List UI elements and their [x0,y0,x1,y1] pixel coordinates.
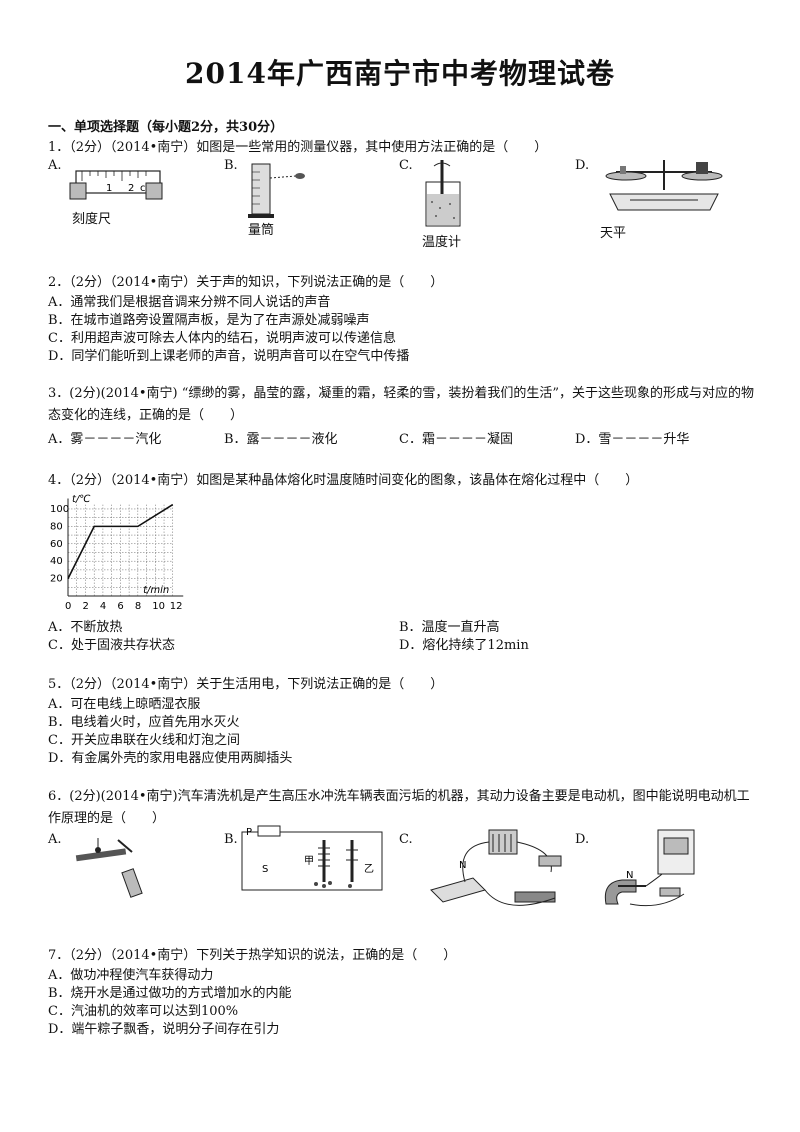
x-tick-label: 2 [82,601,88,612]
fig-d-label-n: N [626,870,633,881]
q5-option-b: B．电线着火时，应首先用水灭火 [48,715,240,730]
question-5-stem: 5．（2分）（2014•南宁）关于生活用电，下列说法正确的是（ ） [48,677,444,692]
q6-label-b: B. [224,832,238,847]
caption-thermometer: 温度计 [422,235,462,250]
thermometer-figure [425,160,461,227]
question-3-stem: 3．(2分)(2014•南宁) “缥缈的雾，晶莹的露，凝重的霜，轻柔的雪，装扮着… [48,386,755,423]
q6-label-c: C. [399,832,413,847]
q6-label-a: A. [48,832,62,847]
x-axis-label: t/min [143,585,169,596]
q7-option-d: D．端午粽子飘香，说明分子间存在引力 [48,1022,280,1037]
ruler-tick-2: 2 [128,183,134,194]
q2-option-b: B．在城市道路旁设置隔声板，是为了在声源处减弱噪声 [48,313,370,328]
q2-option-d: D．同学们能听到上课老师的声音，说明声音可以在空气中传播 [48,349,410,364]
q3-option-d: D．雪－－－－升华 [575,432,690,447]
y-axis-label: t/℃ [72,494,91,505]
q4-option-b: B．温度一直升高 [399,620,500,635]
fig-b-label-p: P [246,827,252,838]
q5-option-c: C．开关应串联在火线和灯泡之间 [48,733,240,748]
question-6-stem: 6．(2分)(2014•南宁)汽车清洗机是产生高压水冲洗车辆表面污垢的机器，其动… [48,789,750,826]
q6-figure-b: P S 甲 乙 [241,825,383,891]
q6-figure-c: N [430,829,562,906]
y-tick-label: 60 [50,539,63,550]
q6-figure-a [75,838,143,898]
q5-option-a: A．可在电线上晾晒湿衣服 [48,697,201,712]
x-tick-label: 6 [117,601,123,612]
q2-option-a: A．通常我们是根据音调来分辨不同人说话的声音 [48,295,331,310]
q7-option-c: C．汽油机的效率可以达到100% [48,1004,239,1019]
q1-label-c: C. [399,158,413,173]
q6-label-d: D. [575,832,590,847]
x-tick-label: 10 [152,601,165,612]
question-4-stem: 4．（2分）（2014•南宁）如图是某种晶体熔化时温度随时间变化的图象，该晶体在… [48,473,639,488]
q4-option-c: C．处于固液共存状态 [48,638,175,653]
y-tick-label: 80 [50,521,63,532]
q7-option-b: B．烧开水是通过做功的方式增加水的内能 [48,986,292,1001]
x-tick-label: 8 [135,601,141,612]
q3-option-b: B．露－－－－液化 [224,432,338,447]
q1-label-d: D. [575,158,590,173]
question-7-stem: 7．（2分）（2014•南宁）下列关于热学知识的说法，正确的是（ ） [48,948,457,963]
caption-balance: 天平 [600,226,627,241]
q3-option-c: C．霜－－－－凝固 [399,432,513,447]
y-tick-label: 40 [50,556,63,567]
question-2-stem: 2．（2分）（2014•南宁）关于声的知识，下列说法正确的是（ ） [48,275,444,290]
ruler-figure: 0 1 2 cm [69,170,163,200]
x-tick-label: 12 [170,601,183,612]
cylinder-figure [248,163,305,218]
question-1-stem: 1．（2分）（2014•南宁）如图是一些常用的测量仪器，其中使用方法正确的是（ … [48,140,548,155]
q1-label-a: A. [48,158,62,173]
q4-option-d: D．熔化持续了12min [399,638,529,653]
section-header: 一、单项选择题（每小题2分，共30分） [48,120,284,135]
y-tick-label: 20 [50,574,63,585]
ruler-tick-1: 1 [106,183,112,194]
fig-b-label-s: S [262,864,268,875]
fig-b-label-yi: 乙 [364,863,374,875]
q4-option-a: A．不断放热 [48,620,123,635]
x-tick-label: 4 [100,601,106,612]
q6-figure-d: N [604,829,695,907]
q5-option-d: D．有金属外壳的家用电器应使用两脚插头 [48,751,293,766]
q3-option-a: A．雾－－－－汽化 [48,432,162,447]
caption-ruler: 刻度尺 [72,212,112,227]
balance-figure [605,160,723,211]
q7-option-a: A．做功冲程使汽车获得动力 [48,968,214,983]
series-line-0 [67,503,174,579]
q1-label-b: B. [224,158,238,173]
page-title: 2014年广西南宁市中考物理试卷 [185,57,615,90]
fig-b-label-jia: 甲 [304,856,314,867]
x-tick-label: 0 [65,601,71,612]
y-tick-label: 100 [50,504,69,515]
caption-cylinder: 量筒 [248,223,275,238]
q2-option-c: C．利用超声波可除去人体内的结石，说明声波可以传递信息 [48,331,396,346]
